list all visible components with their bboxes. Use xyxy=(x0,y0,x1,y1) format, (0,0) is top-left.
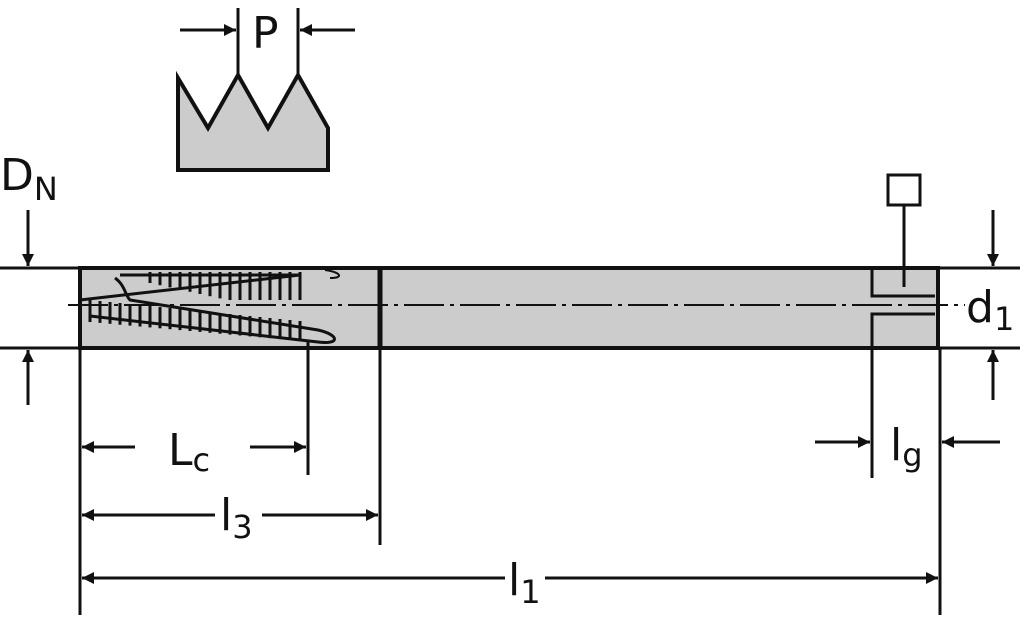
overall-length-label: l1 xyxy=(508,555,541,611)
pitch-label: P xyxy=(252,8,279,59)
shank-diameter-label: d1 xyxy=(966,282,1014,338)
square-shank-symbol-icon xyxy=(886,173,922,287)
extension-lines xyxy=(78,340,942,615)
cutting-length-label: Lc xyxy=(168,425,210,479)
nominal-diameter-label: DN xyxy=(0,150,58,208)
nominal-diameter-dimension xyxy=(0,210,80,405)
thread-profile xyxy=(176,8,355,172)
flat-length-label: lg xyxy=(890,420,923,474)
tool-body xyxy=(68,266,965,350)
shank-diameter-dimension xyxy=(938,210,1020,400)
neck-length-label: l3 xyxy=(220,490,253,546)
